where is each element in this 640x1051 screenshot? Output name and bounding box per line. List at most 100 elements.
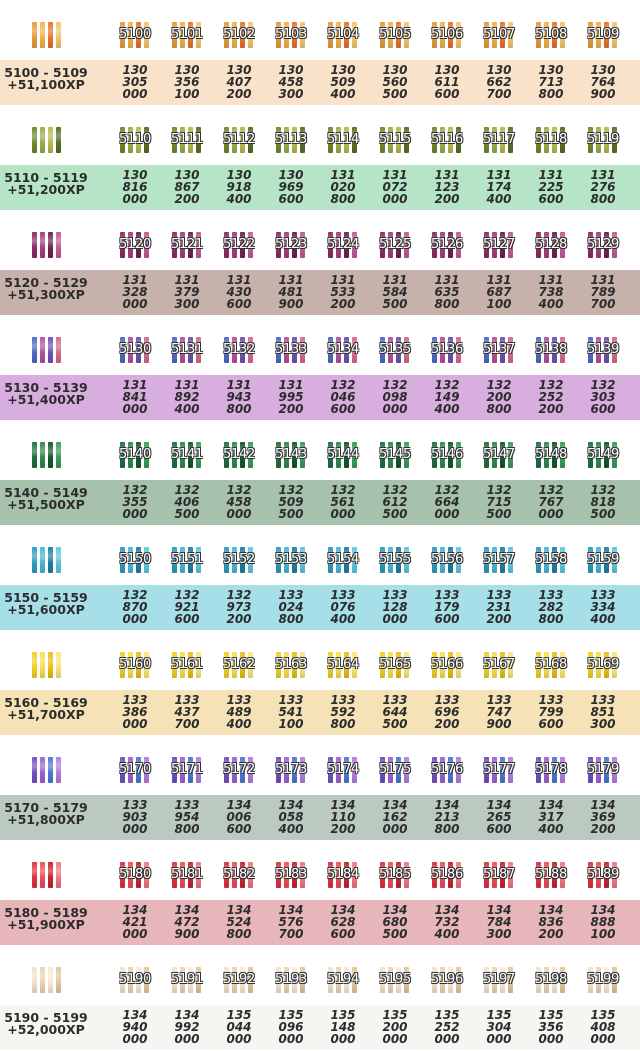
xp-total-part: 133 <box>590 693 616 707</box>
wrap-stripe <box>596 652 601 678</box>
tier-number: 5186 <box>431 867 463 882</box>
wrap-stripe <box>224 547 229 573</box>
tier-number: 5189 <box>587 867 619 882</box>
xp-total-part: 134 <box>226 798 252 812</box>
wrap-stripe <box>328 22 333 48</box>
tier-wrap-icon: 5142 <box>223 442 255 468</box>
wrap-stripe <box>536 127 541 153</box>
wrap-stripe <box>240 757 245 783</box>
xp-total-part: 100 <box>174 87 200 101</box>
tier-wrap-icon: 5182 <box>223 862 255 888</box>
wrap-stripe <box>232 862 237 888</box>
xp-total-part: 134 <box>330 798 356 812</box>
wrap-stripe <box>484 547 489 573</box>
tier-number: 5102 <box>223 27 255 42</box>
xp-total-part: 130 <box>226 63 252 77</box>
wrap-stripe <box>508 442 513 468</box>
xp-total-part: 133 <box>174 798 200 812</box>
wrap-stripe <box>432 337 437 363</box>
xp-total-part: 134 <box>434 903 460 917</box>
xp-total-part: 300 <box>174 297 200 311</box>
wrap-stripe <box>500 547 505 573</box>
wrap-stripe <box>448 442 453 468</box>
xp-total-part: 000 <box>122 87 148 101</box>
tier-number: 5121 <box>171 237 203 252</box>
wrap-stripe <box>456 862 461 888</box>
wrap-stripe <box>544 127 549 153</box>
xp-total-part: 784 <box>486 915 512 929</box>
tier-number: 5111 <box>171 132 203 147</box>
tier-wrap-icon: 5198 <box>535 967 567 993</box>
wrap-stripe <box>224 337 229 363</box>
xp-reward-text: +51,600XP <box>7 602 85 617</box>
xp-total-part: 800 <box>226 927 252 941</box>
tier-wrap-icon: 5150 <box>119 547 151 573</box>
xp-total-part: 000 <box>382 612 408 626</box>
tier-number: 5198 <box>535 972 567 987</box>
tier-wrap-icon: 5111 <box>171 127 203 153</box>
tier-number: 5125 <box>379 237 411 252</box>
wrap-stripe <box>120 652 125 678</box>
wrap-stripe <box>560 862 565 888</box>
wrap-stripe <box>536 967 541 993</box>
xp-total-part: 132 <box>174 483 200 497</box>
tier-number: 5169 <box>587 657 619 672</box>
tier-wrap-icon: 5102 <box>223 22 255 48</box>
xp-total-part: 130 <box>174 168 200 182</box>
wrap-stripe <box>120 127 125 153</box>
xp-total-part: 046 <box>330 390 356 404</box>
wrap-stripe <box>404 967 409 993</box>
tier-wrap-icon: 5151 <box>171 547 203 573</box>
xp-total-part: 131 <box>486 273 512 287</box>
tier-number: 5100 <box>119 27 151 42</box>
xp-total-part: 133 <box>278 588 304 602</box>
wrap-stripe <box>560 22 565 48</box>
tier-number: 5148 <box>535 447 567 462</box>
wrap-stripe <box>388 127 393 153</box>
tier-wrap-icon: 5141 <box>171 442 203 468</box>
tier-number: 5164 <box>327 657 359 672</box>
xp-total-part: 000 <box>330 1032 356 1046</box>
xp-total-part: 000 <box>382 822 408 836</box>
wrap-stripe <box>388 232 393 258</box>
xp-total-part: 000 <box>122 297 148 311</box>
xp-reward-text: +51,500XP <box>7 497 85 512</box>
wrap-stripe <box>344 652 349 678</box>
tier-range-label: 5120 - 5129+51,300XP <box>0 276 92 301</box>
wrap-stripe <box>196 757 201 783</box>
xp-total-part: 000 <box>330 507 356 521</box>
tier-wrap-icon: 5105 <box>379 22 411 48</box>
wrap-stripe <box>484 337 489 363</box>
wrap-stripe <box>128 127 133 153</box>
xp-total-part: 400 <box>434 927 460 941</box>
xp-total-part: 818 <box>590 495 616 509</box>
xp-total-part: 500 <box>486 507 512 521</box>
xp-total-part: 533 <box>330 285 356 299</box>
wrap-stripe <box>188 862 193 888</box>
tier-number: 5128 <box>535 237 567 252</box>
tier-wrap-icon: 5118 <box>535 127 567 153</box>
xp-total-part: 132 <box>382 378 408 392</box>
wrap-stripe <box>596 232 601 258</box>
wrap-stripe <box>120 547 125 573</box>
xp-total-part: 903 <box>122 810 148 824</box>
wrap-stripe <box>48 547 53 573</box>
xp-total-part: 789 <box>590 285 616 299</box>
tier-number: 5124 <box>327 237 359 252</box>
xp-total-part: 131 <box>122 273 148 287</box>
wrap-stripe <box>188 337 193 363</box>
set-wrap-icon <box>32 337 62 363</box>
wrap-stripe <box>136 232 141 258</box>
xp-total-part: 200 <box>538 402 564 416</box>
wrap-stripe <box>484 652 489 678</box>
tier-number: 5178 <box>535 762 567 777</box>
wrap-stripe <box>196 337 201 363</box>
tier-number: 5103 <box>275 27 307 42</box>
